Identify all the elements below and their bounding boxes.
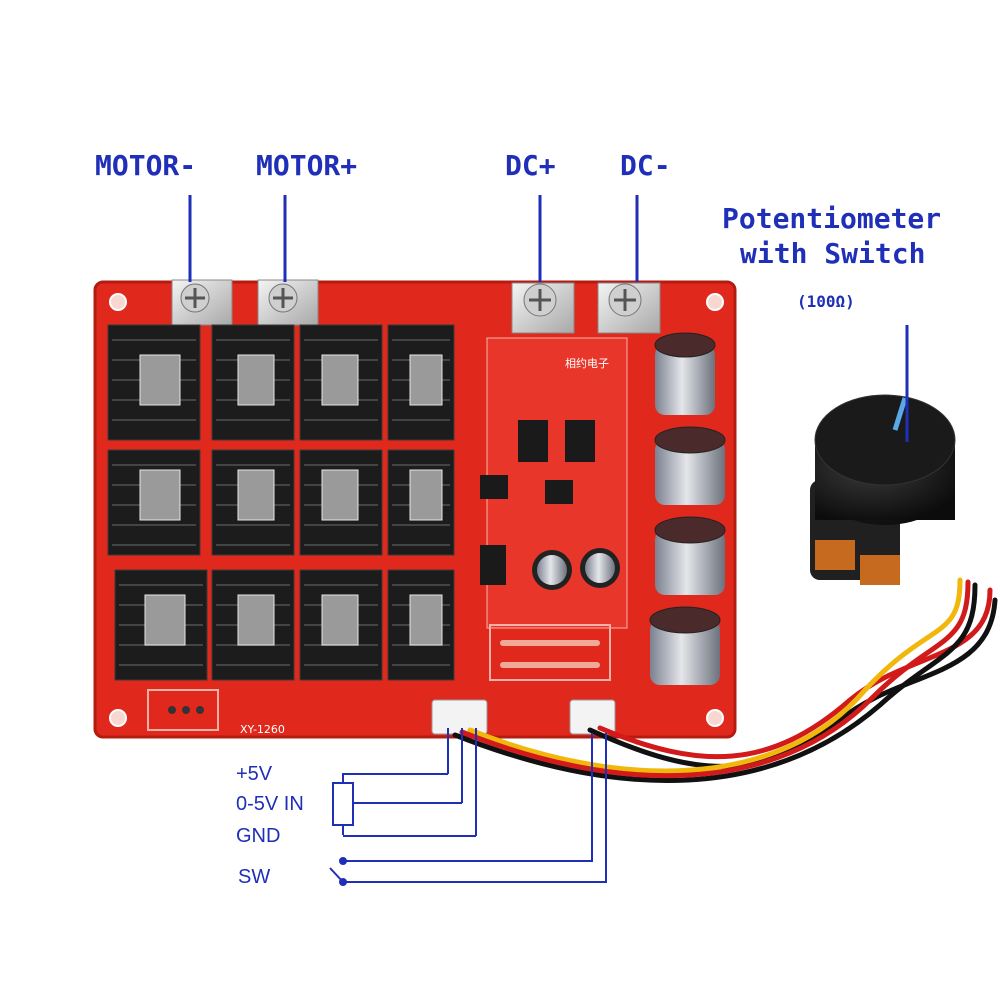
pot-title-line2: with Switch (740, 237, 925, 270)
input-0-5v-label: 0-5V IN (236, 793, 304, 815)
pointer-lines (188, 195, 909, 442)
potentiometer (810, 394, 956, 585)
terminal-dc-plus (511, 282, 575, 334)
pot-title-line1: Potentiometer (722, 202, 941, 235)
pot-ohm-label: (100Ω) (797, 292, 855, 311)
resistor-symbol (332, 773, 476, 837)
mosfets (139, 354, 443, 646)
motor-plus-label: MOTOR+ (256, 149, 357, 182)
board-connectors (431, 699, 616, 735)
v5-label: +5V (236, 763, 273, 785)
board-model-text: XY-1260 (240, 723, 285, 736)
dc-minus-label: DC- (620, 149, 671, 182)
large-capacitors (649, 332, 726, 685)
switch-symbol (329, 733, 607, 886)
sw-label: SW (238, 866, 270, 888)
terminal-motor-plus (257, 279, 319, 326)
dc-plus-label: DC+ (505, 149, 556, 182)
motor-minus-label: MOTOR- (95, 149, 196, 182)
mounting-holes (109, 293, 724, 727)
terminal-screws (171, 279, 661, 334)
small-capacitors (532, 548, 620, 590)
terminal-motor-minus (171, 279, 233, 326)
gnd-label: GND (236, 825, 280, 847)
board-maker-text: 相约电子 (565, 357, 609, 370)
pot-wires (452, 577, 998, 784)
connector-leads (447, 728, 477, 836)
ic-chips (480, 420, 595, 585)
terminal-dc-minus (597, 282, 661, 334)
